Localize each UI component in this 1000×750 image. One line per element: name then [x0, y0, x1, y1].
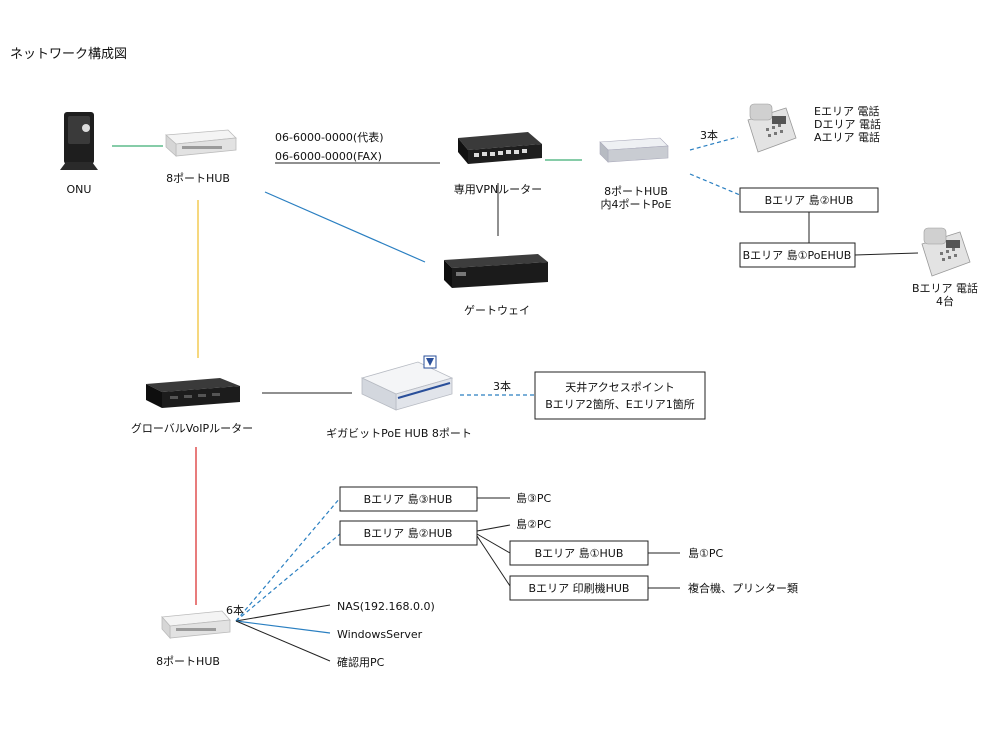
phone-label-d: Dエリア 電話: [814, 117, 881, 131]
line-hub-nas: [235, 604, 331, 622]
box-b-island2-hub-top-label: Bエリア 島②HUB: [765, 193, 854, 207]
nas-label: NAS(192.168.0.0): [337, 600, 435, 613]
page-title: ネットワーク構成図: [10, 47, 127, 62]
line-poehub-bphones: [854, 252, 919, 256]
line-hub-winserver: [235, 620, 331, 634]
poe-hub-label-2: 内4ポートPoE: [601, 197, 672, 211]
voip-router-label: グローバルVoIPルーター: [131, 421, 253, 435]
hub-top-label: 8ポートHUB: [166, 172, 230, 185]
box-b-printer-hub: [509, 575, 649, 601]
vpn-router-device: [458, 132, 542, 164]
line-island2-island1: [476, 533, 511, 554]
hub-bottom-device: [161, 610, 231, 640]
copier-label: 複合機、プリンター類: [688, 581, 798, 595]
phones-cable-count: 3本: [700, 128, 718, 142]
box-b-island1-hub: [509, 540, 649, 566]
line-poehub-island2: [689, 173, 741, 196]
box-b-island3-hub: [339, 486, 478, 512]
box-b-island1-poehub-label: Bエリア 島①PoEHUB: [743, 248, 852, 262]
box-b-printer-hub-label: Bエリア 印刷機HUB: [529, 581, 630, 595]
line-hub-checkpc: [235, 620, 331, 662]
windows-server-label: WindowsServer: [337, 628, 423, 641]
box-access-points-label-1: 天井アクセスポイント: [565, 380, 674, 394]
hub-cable-count: 6本: [226, 603, 244, 617]
box-access-points-label-2: Bエリア2箇所、Eエリア1箇所: [545, 397, 695, 411]
phone-b-icon: [921, 227, 971, 277]
island3-pc-label: 島③PC: [516, 491, 551, 505]
phone-b-label-2: 4台: [936, 294, 954, 308]
box-b-island1-poehub: [739, 242, 856, 268]
island2-pc-label: 島②PC: [516, 517, 551, 531]
phone-label-a: Aエリア 電話: [814, 130, 880, 144]
hub-ports-icon: [182, 146, 222, 149]
poe-hub-label-1: 8ポートHUB: [604, 185, 668, 198]
line-hub-island2: [235, 533, 341, 622]
giga-poe-hub-device: [360, 355, 454, 411]
vpn-router-label: 専用VPNルーター: [454, 183, 542, 196]
box-access-points: [534, 371, 706, 420]
hub-bottom-label: 8ポートHUB: [156, 655, 220, 668]
phone-number-main: 06-6000-0000(代表): [275, 130, 384, 144]
box-b-island2-hub: [339, 520, 478, 546]
gateway-label: ゲートウェイ: [464, 304, 530, 317]
onu-label: ONU: [67, 183, 92, 196]
phone-icon: [747, 103, 797, 153]
box-b-island2-hub-label: Bエリア 島②HUB: [364, 526, 453, 540]
poe-hub-device: [599, 137, 669, 163]
gateway-device: [444, 254, 548, 288]
phone-label-e: Eエリア 電話: [814, 104, 879, 118]
island1-pc-label: 島①PC: [688, 546, 723, 560]
phone-b-label-1: Bエリア 電話: [912, 281, 978, 295]
line-island2-pc: [476, 524, 511, 532]
box-b-island1-hub-label: Bエリア 島①HUB: [535, 546, 624, 560]
giga-poe-hub-label: ギガビットPoE HUB 8ポート: [326, 427, 472, 440]
line-poehub-phones: [689, 136, 739, 151]
line-hub-island3: [235, 497, 341, 622]
hub-top-device: [165, 129, 237, 157]
line-hub-gateway: [264, 191, 426, 263]
line-island2-printer: [476, 535, 511, 587]
check-pc-label: 確認用PC: [337, 655, 385, 669]
voip-router-device: [146, 378, 240, 408]
box-b-island2-hub-top: [739, 187, 879, 213]
connection-lines: [112, 136, 919, 662]
box-b-island3-hub-label: Bエリア 島③HUB: [364, 492, 453, 506]
ap-cable-count: 3本: [493, 379, 511, 393]
phone-number-fax: 06-6000-0000(FAX): [275, 150, 382, 163]
onu-device: [60, 112, 98, 170]
